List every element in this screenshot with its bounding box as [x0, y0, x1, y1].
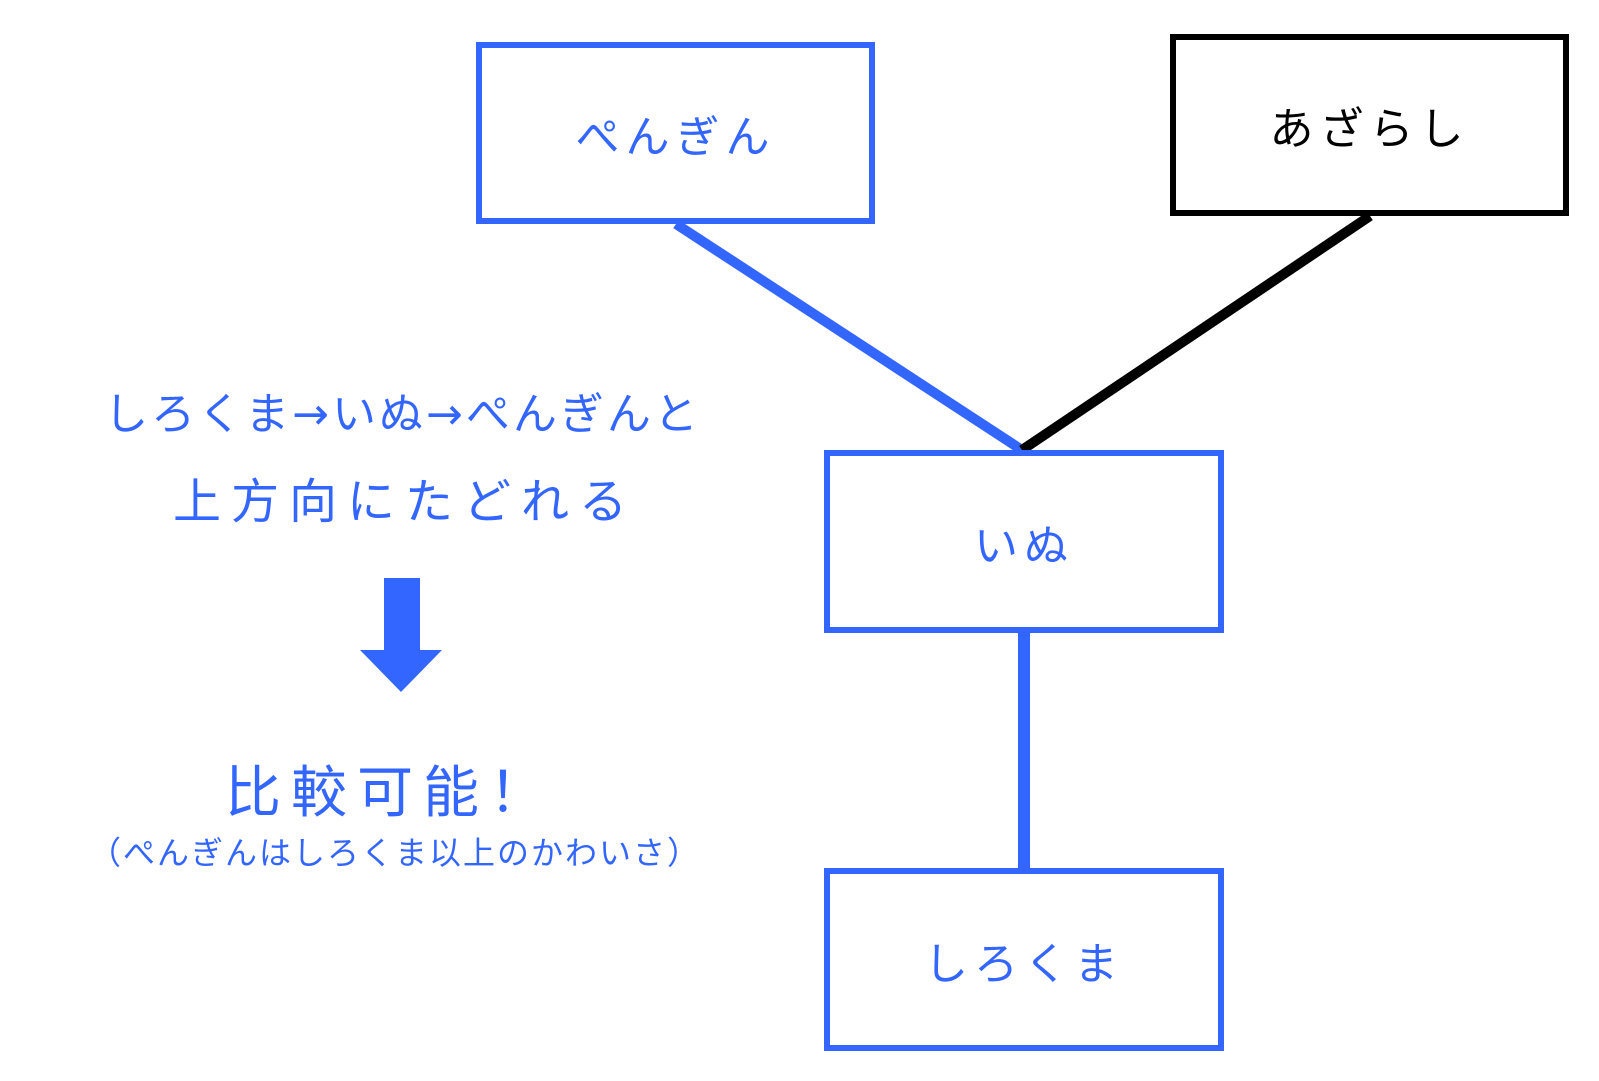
annotation-path-line2: 上方向にたどれる — [172, 474, 637, 530]
node-inu-label: いぬ — [974, 520, 1074, 572]
node-penguin-label: ぺんぎん — [575, 112, 776, 163]
node-penguin: ぺんぎん — [476, 42, 875, 224]
edge-inu-azarashi — [1019, 211, 1373, 455]
edge-inu-penguin — [673, 219, 1025, 455]
node-azarashi: あざらし — [1170, 34, 1569, 216]
annotation-conclusion: 比較可能！ — [225, 761, 555, 826]
annotation-note: （ぺんぎんはしろくま以上のかわいさ） — [88, 834, 701, 872]
node-azarashi-label: あざらし — [1269, 104, 1470, 155]
annotation-path-line1: しろくま→いぬ→ぺんぎんと — [104, 389, 701, 440]
node-inu: いぬ — [824, 450, 1224, 633]
node-shirokuma-label: しろくま — [924, 938, 1124, 990]
down-arrow-icon — [360, 578, 442, 692]
node-shirokuma: しろくま — [824, 868, 1224, 1051]
